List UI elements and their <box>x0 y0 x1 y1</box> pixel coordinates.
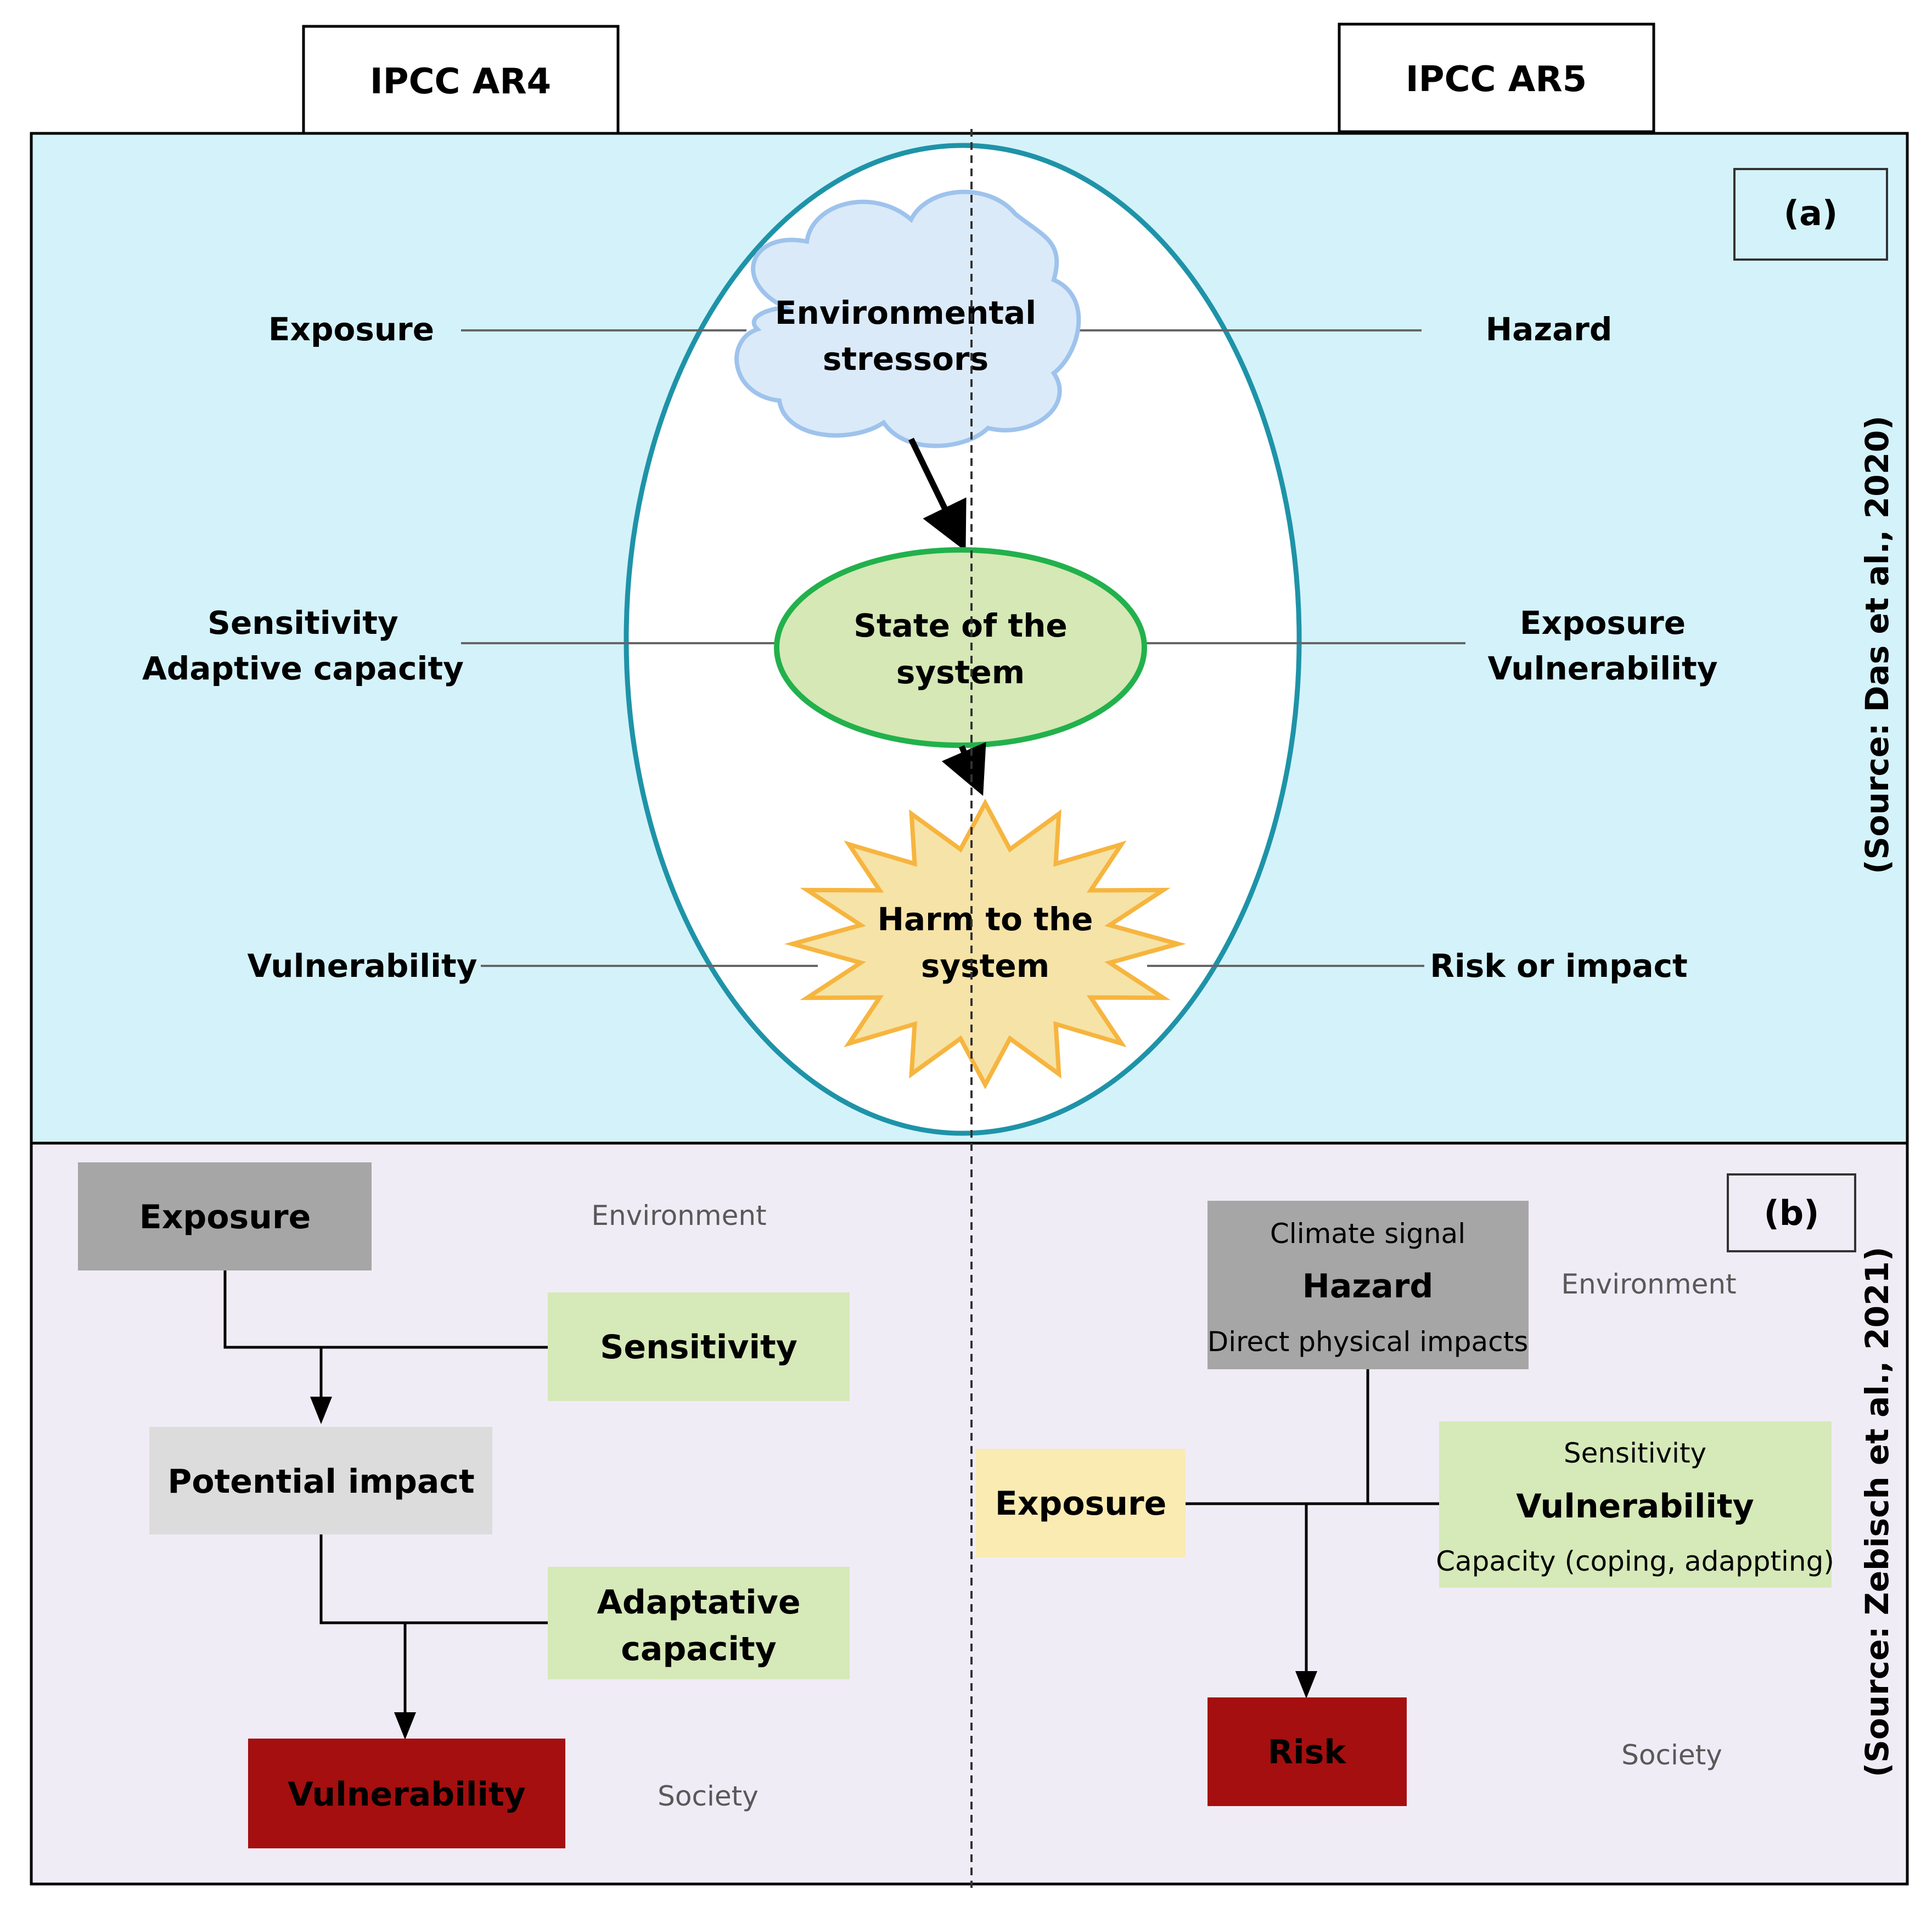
ar5-vulnerability-box: Sensitivity Vulnerability Capacity (copi… <box>1436 1421 1834 1588</box>
ar4-adaptative-line2: capacity <box>621 1630 776 1668</box>
ar5-hazard-label: Hazard <box>1486 311 1613 348</box>
state-line2: system <box>896 654 1025 691</box>
ar4-potential-impact-label: Potential impact <box>167 1463 474 1501</box>
stressors-line1: Environmental <box>775 294 1036 331</box>
panel-a-tag: (a) <box>1733 168 1888 261</box>
ar4-vulnerability-box-label: Vulnerability <box>288 1775 526 1814</box>
ar5-vulnerability-main: Vulnerability <box>1516 1487 1754 1526</box>
ar5-hazard-bottom: Direct physical impacts <box>1208 1326 1529 1358</box>
ar4-exposure-box-label: Exposure <box>139 1198 311 1236</box>
ar4-exposure-box: Exposure <box>78 1162 372 1270</box>
header-ar5-label: IPCC AR5 <box>1406 59 1587 100</box>
header-ar4: IPCC AR4 <box>302 25 620 136</box>
ar5-risk-box: Risk <box>1208 1697 1407 1806</box>
environmental-stressors-cloud: Environmental stressors <box>734 189 1081 448</box>
arrow-state-to-harm <box>941 742 986 796</box>
panel-b-tag: (b) <box>1727 1173 1856 1252</box>
panel-a-source: (Source: Das et al., 2020) <box>1858 415 1896 874</box>
state-line1: State of the <box>853 607 1068 644</box>
arrow-stressors-to-state <box>908 437 967 552</box>
ar5-risk-impact-label: Risk or impact <box>1430 947 1688 985</box>
ar5-hazard-main: Hazard <box>1302 1267 1434 1306</box>
ar5-environment-label: Environment <box>1561 1268 1736 1300</box>
ar5-vulnerability-top: Sensitivity <box>1564 1437 1706 1469</box>
ar4-flow-connectors <box>223 1270 548 1740</box>
ar5-hazard-top: Climate signal <box>1270 1218 1465 1250</box>
ar4-vulnerability-box: Vulnerability <box>248 1739 565 1848</box>
ar4-adaptative-line1: Adaptative <box>597 1583 800 1622</box>
ar4-society-label: Society <box>658 1780 759 1812</box>
harm-to-system-starburst: Harm to the system <box>784 798 1187 1089</box>
ar5-flow-connectors <box>1186 1369 1439 1699</box>
ar4-exposure-label: Exposure <box>268 311 434 348</box>
ar5-exposure-label: Exposure <box>1520 604 1686 642</box>
harm-line2: system <box>921 947 1049 985</box>
ar4-vulnerability-label: Vulnerability <box>247 947 477 985</box>
panel-a-tag-label: (a) <box>1784 193 1838 233</box>
ar4-sensitivity-box-label: Sensitivity <box>600 1328 797 1366</box>
ar5-exposure-box-label: Exposure <box>995 1484 1167 1523</box>
harm-line1: Harm to the <box>877 901 1093 938</box>
state-of-system-node: State of the system <box>774 547 1147 748</box>
ar5-hazard-box: Climate signal Hazard Direct physical im… <box>1208 1201 1529 1369</box>
ar5-vulnerability-label: Vulnerability <box>1487 650 1717 687</box>
ar4-sensitivity-box: Sensitivity <box>548 1292 850 1401</box>
header-ar4-label: IPCC AR4 <box>370 61 551 102</box>
ar5-vulnerability-bottom: Capacity (coping, adappting) <box>1436 1545 1834 1577</box>
panel-b-tag-label: (b) <box>1763 1193 1819 1233</box>
header-ar5: IPCC AR5 <box>1338 23 1655 133</box>
panel-b-source: (Source: Zebisch et al., 2021) <box>1858 1247 1896 1778</box>
ar4-adaptive-capacity-label: Adaptive capacity <box>142 650 464 687</box>
ar5-society-label: Society <box>1621 1739 1722 1771</box>
stressors-line2: stressors <box>823 340 989 378</box>
ar4-potential-impact-box: Potential impact <box>149 1427 492 1534</box>
ar4-sensitivity-label: Sensitivity <box>207 604 398 642</box>
ar5-exposure-box: Exposure <box>976 1449 1186 1557</box>
panel-a-connector-lines <box>461 329 1465 967</box>
ar4-environment-label: Environment <box>591 1200 766 1231</box>
ar5-risk-box-label: Risk <box>1268 1733 1347 1772</box>
ar4-adaptative-capacity-box: Adaptative capacity <box>548 1567 850 1679</box>
